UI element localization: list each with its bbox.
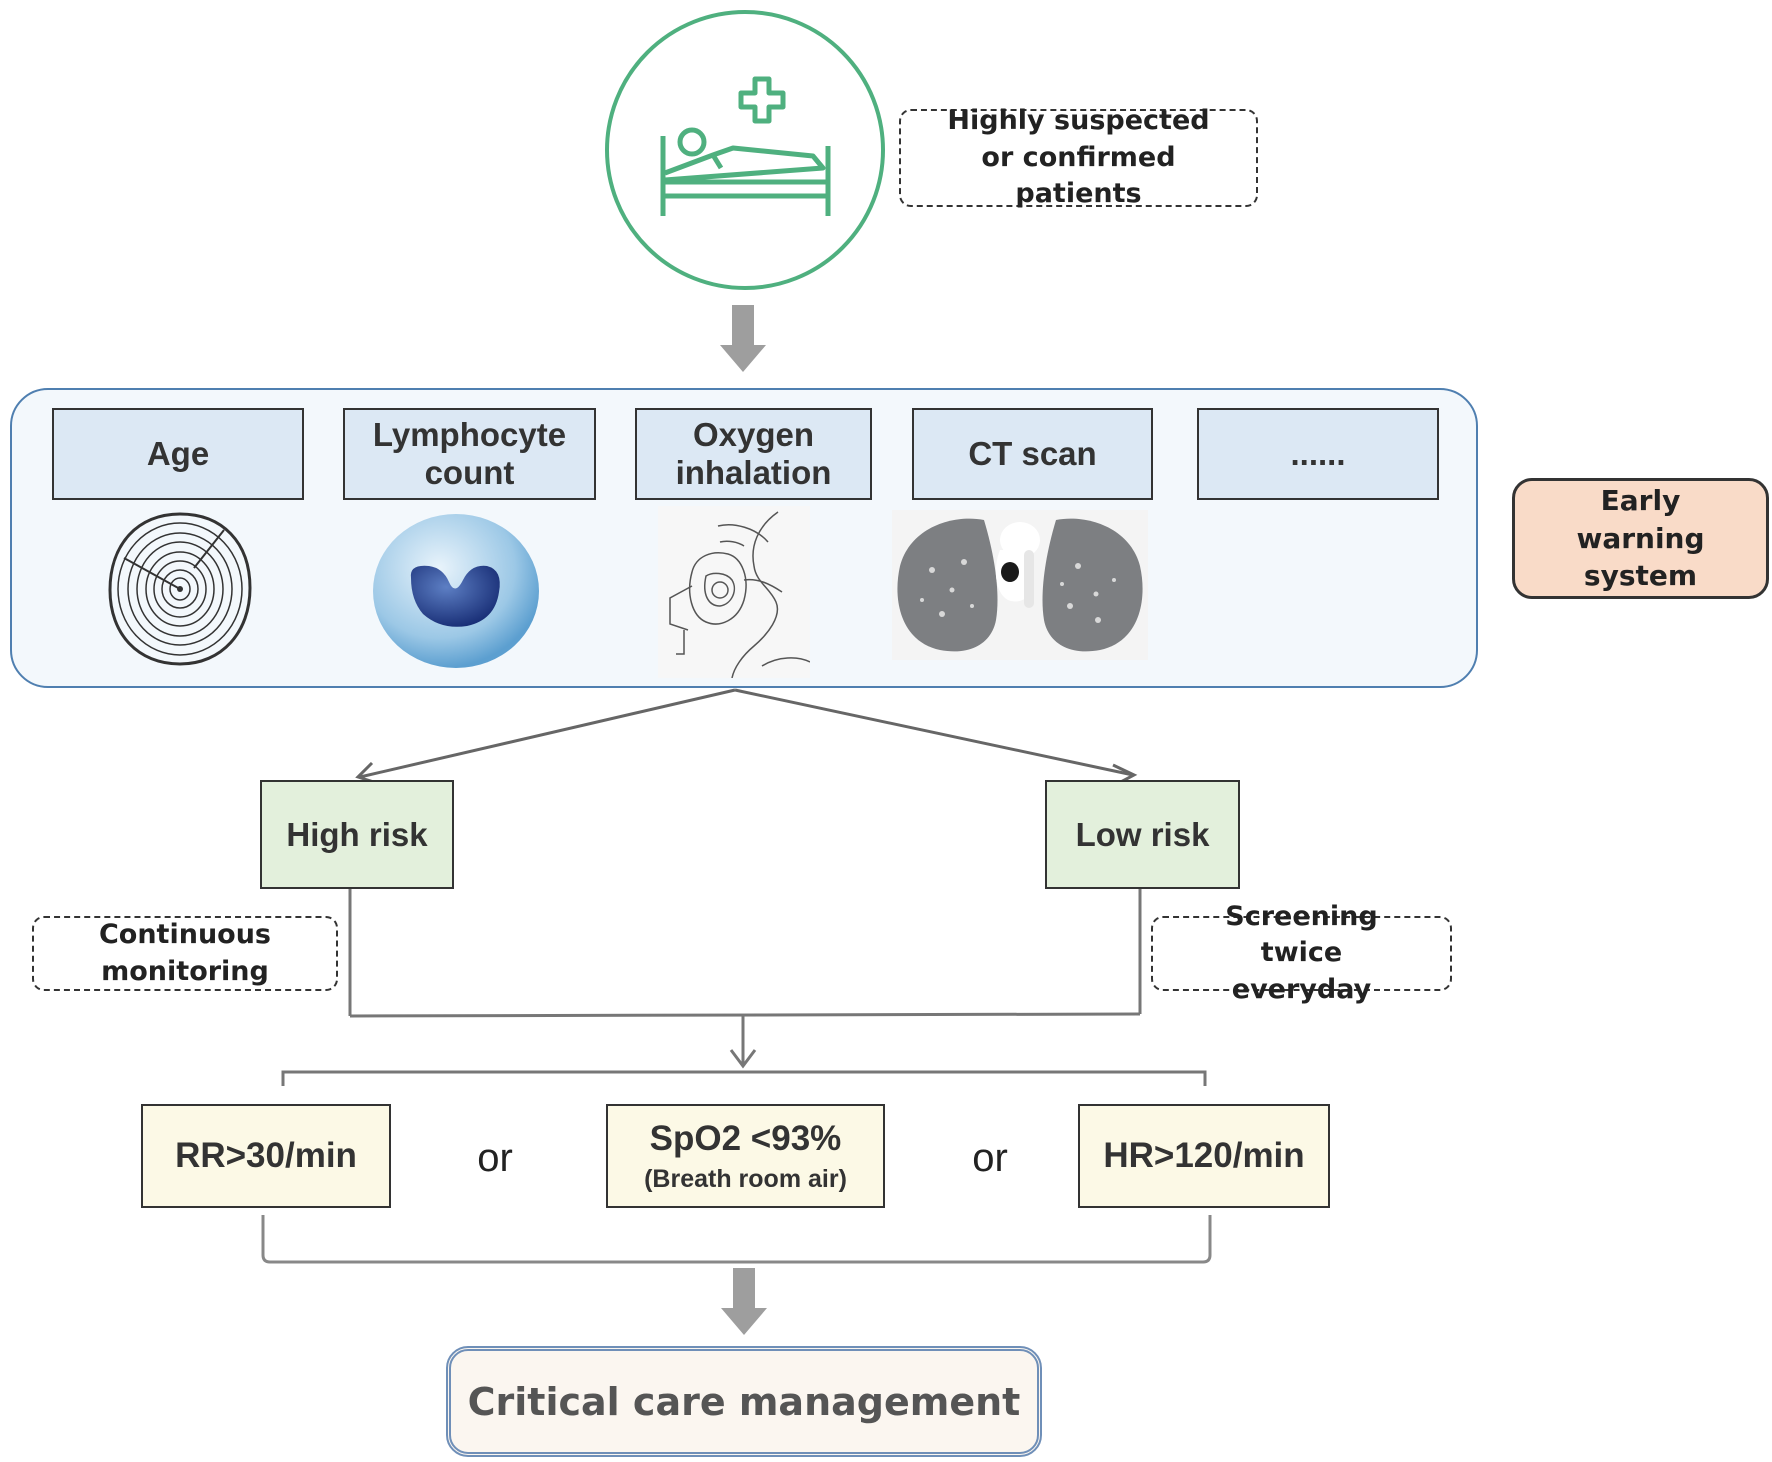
factor-lymphocyte-count: Lymphocyte count bbox=[343, 408, 596, 500]
down-arrow-icon bbox=[721, 1268, 767, 1335]
or-connector: or bbox=[972, 1135, 1008, 1180]
critical-care-management: Critical care management bbox=[446, 1346, 1042, 1457]
factor-ct-scan: CT scan bbox=[912, 408, 1153, 500]
screening-note: Screening twice everyday bbox=[1151, 901, 1452, 1005]
criteria-top-bracket bbox=[281, 1070, 1207, 1086]
high-risk-box: High risk bbox=[260, 780, 454, 889]
split-arrows bbox=[355, 688, 1138, 786]
low-risk-box: Low risk bbox=[1045, 780, 1240, 889]
patient-bed-icon bbox=[603, 8, 887, 292]
criterion-spo2-sub: (Breath room air) bbox=[644, 1164, 847, 1193]
merge-lines bbox=[348, 888, 1142, 1069]
criterion-spo2-label: SpO2 <93% bbox=[649, 1118, 842, 1158]
factor-more: ...... bbox=[1197, 408, 1439, 500]
lymphocyte-cell-icon bbox=[371, 512, 541, 670]
or-connector: or bbox=[477, 1135, 513, 1180]
criteria-bottom-bracket bbox=[261, 1215, 1212, 1264]
down-arrow-icon bbox=[720, 305, 766, 372]
lung-ct-icon bbox=[892, 510, 1148, 660]
oxygen-mask-icon bbox=[658, 506, 811, 679]
early-warning-system: Early warning system bbox=[1512, 478, 1769, 599]
criterion-rr: RR>30/min bbox=[141, 1104, 391, 1208]
criterion-spo2: SpO2 <93% (Breath room air) bbox=[606, 1104, 885, 1208]
criterion-hr: HR>120/min bbox=[1078, 1104, 1330, 1208]
tree-rings-icon bbox=[104, 508, 256, 670]
patient-label: Highly suspected or confirmed patients bbox=[899, 105, 1258, 209]
factor-age: Age bbox=[52, 408, 304, 500]
continuous-monitoring-note: Continuous monitoring bbox=[32, 916, 338, 991]
factor-oxygen-inhalation: Oxygen inhalation bbox=[635, 408, 872, 500]
